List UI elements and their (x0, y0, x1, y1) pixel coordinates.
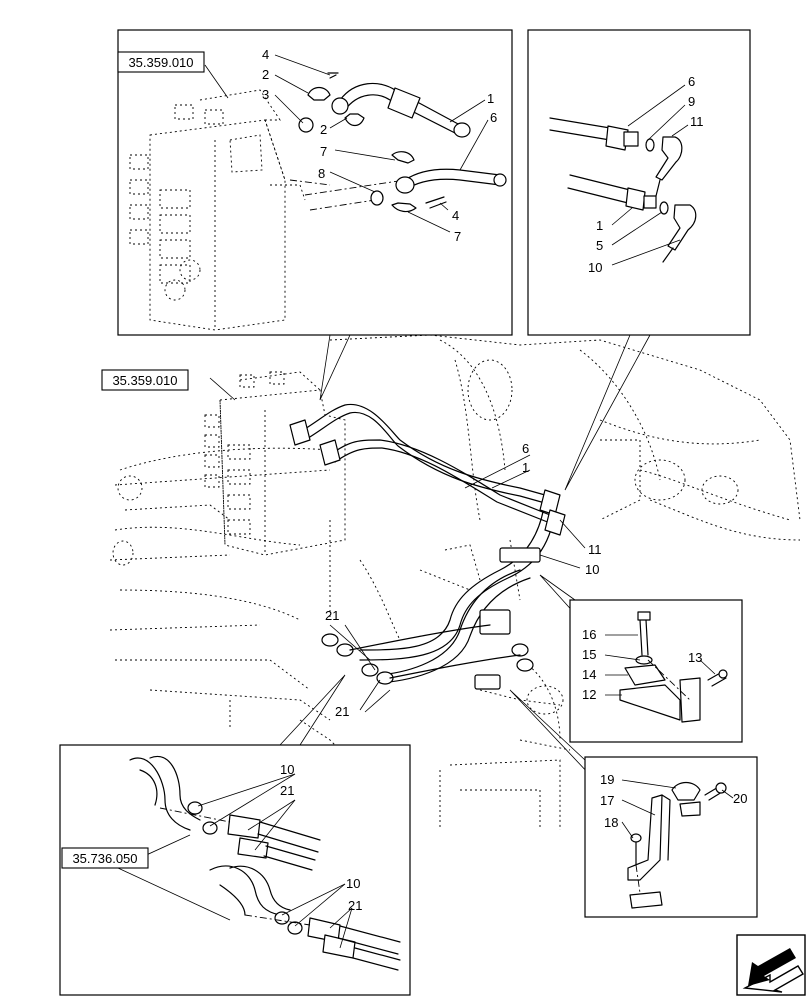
callout-number: 2 (320, 122, 327, 137)
callout-number: 10 (280, 762, 294, 777)
callout-number: 20 (733, 791, 747, 806)
callout-number: 21 (325, 608, 339, 623)
reference-label: 35.359.010 (112, 373, 177, 388)
callouts-top-right: 6 9 11 1 5 10 (588, 74, 704, 275)
callout-number: 1 (522, 460, 529, 475)
inset-top-left (117, 29, 513, 336)
inset-bottom-right (584, 756, 758, 918)
callout-number: 16 (582, 627, 596, 642)
callouts-top-left: 4 2 3 2 7 8 4 7 1 6 (262, 47, 497, 244)
callout-number: 10 (585, 562, 599, 577)
callout-number: 7 (454, 229, 461, 244)
main-hoses (289, 403, 566, 690)
callout-number: 21 (335, 704, 349, 719)
callout-number: 1 (487, 91, 494, 106)
reference-label: 35.359.010 (128, 55, 193, 70)
callout-number: 10 (588, 260, 602, 275)
callout-number: 4 (262, 47, 269, 62)
callout-number: 21 (280, 783, 294, 798)
callout-number: 8 (318, 166, 325, 181)
callout-number: 6 (688, 74, 695, 89)
callout-number: 10 (346, 876, 360, 891)
inset-bottom-left (59, 744, 411, 996)
callout-number: 6 (490, 110, 497, 125)
callout-number: 2 (262, 67, 269, 82)
callouts-main: 6 1 11 10 21 21 (325, 441, 602, 719)
callout-number: 6 (522, 441, 529, 456)
callout-number: 17 (600, 793, 614, 808)
navigation-arrow-icon[interactable] (736, 934, 806, 996)
main-leaders (209, 377, 586, 713)
callouts-bottom-left: 10 21 10 21 (280, 762, 362, 913)
callout-number: 3 (262, 87, 269, 102)
main-assembly (109, 334, 801, 830)
inset-top-right (527, 29, 751, 336)
callout-number: 19 (600, 772, 614, 787)
callout-number: 21 (348, 898, 362, 913)
callout-number: 12 (582, 687, 596, 702)
callout-number: 18 (604, 815, 618, 830)
control-valve-main (204, 371, 346, 556)
callouts-mid-right: 16 15 14 12 13 (582, 627, 702, 702)
inset-mid-right (569, 599, 743, 743)
control-valve-detail (129, 89, 406, 331)
reference-box-top-left[interactable]: 35.359.010 (117, 51, 205, 73)
callout-number: 13 (688, 650, 702, 665)
callout-number: 4 (452, 208, 459, 223)
callout-number: 15 (582, 647, 596, 662)
reference-box-bottom-left[interactable]: 35.736.050 (61, 847, 149, 869)
callout-number: 1 (596, 218, 603, 233)
callout-number: 11 (588, 542, 602, 557)
callout-number: 9 (688, 94, 695, 109)
reference-box-main[interactable]: 35.359.010 (101, 369, 189, 391)
callout-number: 5 (596, 238, 603, 253)
callout-number: 7 (320, 144, 327, 159)
callout-number: 11 (690, 114, 704, 129)
zoom-pointers (279, 334, 651, 776)
machine-outline (109, 334, 801, 830)
callout-number: 14 (582, 667, 596, 682)
callouts-bottom-right: 19 17 18 20 (600, 772, 747, 830)
reference-label: 35.736.050 (72, 851, 137, 866)
